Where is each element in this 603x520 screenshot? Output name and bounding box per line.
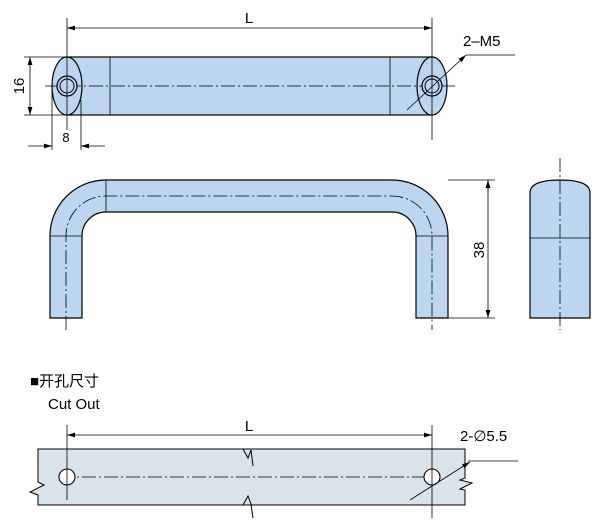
top-view: L 16 8 2–M5 xyxy=(11,10,515,150)
length-label: L xyxy=(245,10,253,27)
end-width-label: 8 xyxy=(62,130,69,145)
cutout-view: ■开孔尺寸 Cut Out L 2-∅5.5 xyxy=(28,373,518,519)
height-38-label: 38 xyxy=(471,242,488,259)
panel xyxy=(28,448,474,506)
thread-label: 2–M5 xyxy=(463,33,501,50)
cutout-title-cn: ■开孔尺寸 xyxy=(30,373,99,390)
end-view xyxy=(529,158,591,330)
cutout-length-label: L xyxy=(245,418,253,435)
height-label: 16 xyxy=(11,78,28,95)
cutout-title-en: Cut Out xyxy=(48,396,101,413)
handle-side-profile xyxy=(49,179,449,319)
side-view: 38 xyxy=(49,179,495,330)
hole-size-label: 2-∅5.5 xyxy=(460,428,507,445)
